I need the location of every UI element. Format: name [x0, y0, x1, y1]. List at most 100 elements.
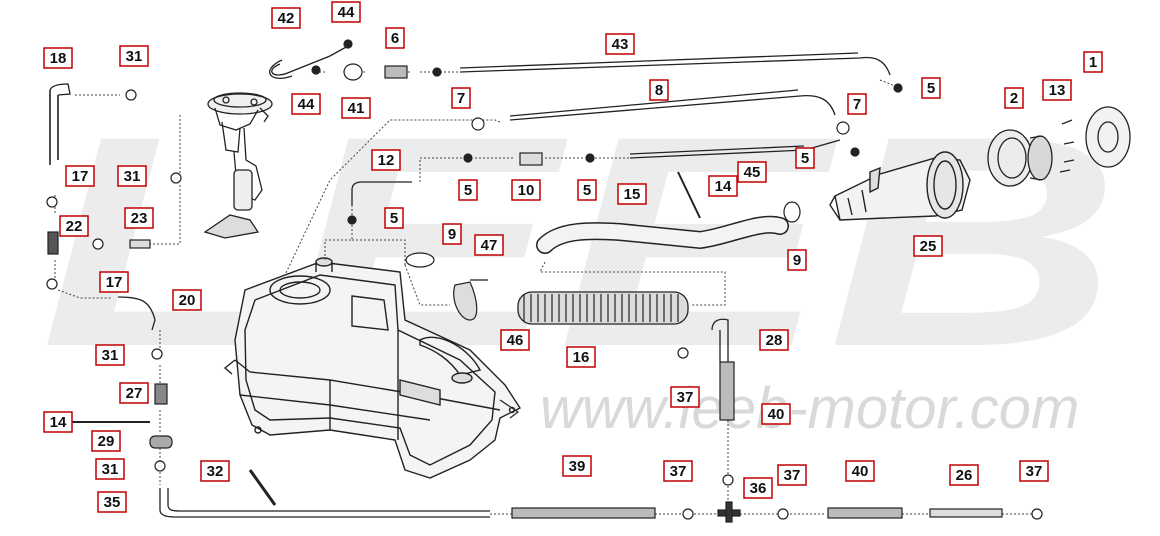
callout-box [759, 329, 789, 351]
callout-label: 47 [474, 234, 504, 256]
callout-box [1083, 51, 1103, 73]
callout-number: 2 [1010, 90, 1018, 107]
callout-number: 45 [744, 164, 761, 181]
watermark: LEEB www.leeb-motor.com [40, 73, 1120, 441]
filler-neck [829, 151, 971, 221]
callout-number: 37 [784, 467, 801, 484]
callout-label: 13 [1042, 79, 1072, 101]
callout-number: 23 [131, 210, 148, 227]
callout-label: 5 [384, 207, 404, 229]
hose-lines [49, 45, 891, 518]
callout-label: 46 [500, 329, 530, 351]
callout-box [708, 175, 738, 197]
callout-box [124, 207, 154, 229]
callout-box [119, 45, 149, 67]
callout-label: 5 [458, 179, 478, 201]
callout-box [99, 271, 129, 293]
callout-label: 20 [172, 289, 202, 311]
callout-label: 27 [119, 382, 149, 404]
callout-box [1019, 460, 1049, 482]
callout-label: 40 [761, 403, 791, 425]
callout-box [385, 27, 405, 49]
callout-box [1042, 79, 1072, 101]
callout-box [511, 179, 541, 201]
callout-box [566, 346, 596, 368]
callout-number: 29 [98, 433, 115, 450]
callout-label: 37 [663, 460, 693, 482]
callout-box [91, 430, 121, 452]
callout-label: 6 [385, 27, 405, 49]
callout-box [95, 344, 125, 366]
callout-label: 16 [566, 346, 596, 368]
callout-label: 28 [759, 329, 789, 351]
callout-box [795, 147, 815, 169]
callout-box [847, 93, 867, 115]
callout-number: 37 [677, 389, 694, 406]
callout-box [670, 386, 700, 408]
callout-box [200, 460, 230, 482]
callout-box [500, 329, 530, 351]
callout-number: 14 [50, 414, 67, 431]
callout-label: 9 [787, 249, 807, 271]
callout-box [949, 464, 979, 486]
callout-number: 35 [104, 494, 121, 511]
callout-number: 5 [583, 182, 591, 199]
callout-label: 32 [200, 460, 230, 482]
callout-number: 40 [768, 406, 785, 423]
callout-number: 28 [766, 332, 783, 349]
callout-label: 25 [913, 235, 943, 257]
callout-number: 13 [1049, 82, 1066, 99]
callout-label: 31 [95, 458, 125, 480]
callout-box [97, 491, 127, 513]
callout-number: 31 [126, 48, 143, 65]
callout-number: 31 [102, 347, 119, 364]
callout-box [743, 477, 773, 499]
callout-label: 9 [442, 223, 462, 245]
callout-box [291, 93, 321, 115]
callout-label: 5 [921, 77, 941, 99]
callout-label: 8 [649, 79, 669, 101]
callout-number: 25 [920, 238, 937, 255]
callout-label: 17 [99, 271, 129, 293]
callout-box [787, 249, 807, 271]
callout-label: 1 [1083, 51, 1103, 73]
callout-box [649, 79, 669, 101]
callout-label: 5 [577, 179, 597, 201]
callout-label: 44 [331, 1, 361, 23]
callout-label: 26 [949, 464, 979, 486]
callout-label: 29 [91, 430, 121, 452]
callout-label: 7 [847, 93, 867, 115]
callout-label: 23 [124, 207, 154, 229]
callout-label: 31 [95, 344, 125, 366]
callout-label: 5 [795, 147, 815, 169]
callout-label: 31 [119, 45, 149, 67]
callout-number: 16 [573, 349, 590, 366]
callout-number: 32 [207, 463, 224, 480]
callout-label: 22 [59, 215, 89, 237]
callout-number: 5 [390, 210, 398, 227]
callout-number: 44 [338, 4, 355, 21]
callout-label: 36 [743, 477, 773, 499]
callout-number: 42 [278, 10, 295, 27]
callout-number: 31 [102, 461, 119, 478]
callout-label: 37 [670, 386, 700, 408]
callout-number: 37 [670, 463, 687, 480]
callout-box [331, 1, 361, 23]
callout-number: 15 [624, 186, 641, 203]
callout-label: 39 [562, 455, 592, 477]
callout-label: 37 [777, 464, 807, 486]
callout-number: 40 [852, 463, 869, 480]
callout-box [617, 183, 647, 205]
fuel-pump [203, 92, 273, 239]
callout-box [371, 149, 401, 171]
callout-label: 41 [341, 97, 371, 119]
callout-number: 12 [378, 152, 395, 169]
callout-number: 5 [927, 80, 935, 97]
callout-number: 8 [655, 82, 663, 99]
callout-box [761, 403, 791, 425]
callout-number: 6 [391, 30, 399, 47]
callout-number: 41 [348, 100, 365, 117]
callout-box [562, 455, 592, 477]
